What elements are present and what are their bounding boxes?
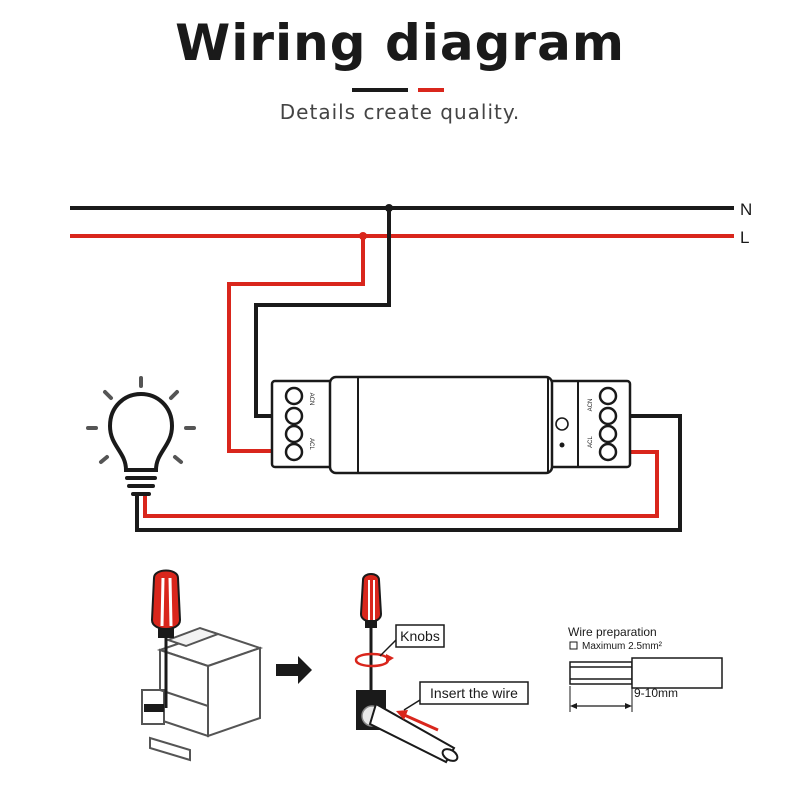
knobs-callout	[395, 624, 445, 648]
checkbox-icon	[569, 641, 578, 650]
knobs-leader	[379, 639, 397, 657]
page-subtitle: Details create quality.	[279, 100, 521, 124]
right-terminal-block: ACN ACL	[588, 386, 618, 462]
page-title: Wiring diagram	[175, 14, 625, 72]
terminal-label-in-acl: ACL	[308, 438, 314, 450]
rotate-arrowhead	[386, 654, 394, 663]
output-live-wire	[143, 450, 659, 518]
dimension-arrow-left	[570, 703, 577, 709]
switch-module	[270, 375, 632, 475]
terminal-clamp-illustration	[356, 690, 459, 764]
stripped-wire-illustration	[569, 657, 723, 689]
step-arrow-icon	[276, 656, 312, 684]
live-label: L	[740, 228, 749, 247]
terminal-label-out-acl: ACL	[588, 436, 594, 448]
insert-arrow	[401, 712, 439, 732]
title-underline-red	[418, 88, 444, 92]
light-bulb-icon	[86, 376, 196, 496]
knobs-label: Knobs	[400, 628, 440, 644]
live-drop-wire	[227, 236, 365, 453]
insert-label: Insert the wire	[430, 685, 518, 701]
insert-leader	[403, 699, 421, 711]
din-module-illustration	[141, 626, 264, 762]
pairing-button	[555, 417, 569, 431]
wire-prep-title: Wire preparation	[568, 625, 657, 639]
wire-prep-max: Maximum 2.5mm²	[582, 641, 663, 652]
neutral-drop-wire	[254, 208, 391, 418]
dimension-arrow-right	[625, 703, 632, 709]
left-terminal-block: ACN ACL	[284, 386, 314, 462]
title-underline-black	[352, 88, 408, 92]
terminal-label-in-acn: ACN	[308, 393, 314, 406]
light-rays	[86, 376, 196, 464]
insert-arrowhead	[396, 710, 408, 720]
output-neutral-wire	[135, 414, 682, 532]
wire-prep-length: 9-10mm	[634, 686, 678, 700]
insert-callout	[419, 681, 529, 705]
screwdriver-icon-small	[359, 573, 383, 690]
screwdriver-icon-large	[150, 569, 182, 708]
terminal-label-out-acn: ACN	[588, 399, 594, 412]
status-led	[559, 442, 565, 448]
neutral-label: N	[740, 200, 752, 219]
